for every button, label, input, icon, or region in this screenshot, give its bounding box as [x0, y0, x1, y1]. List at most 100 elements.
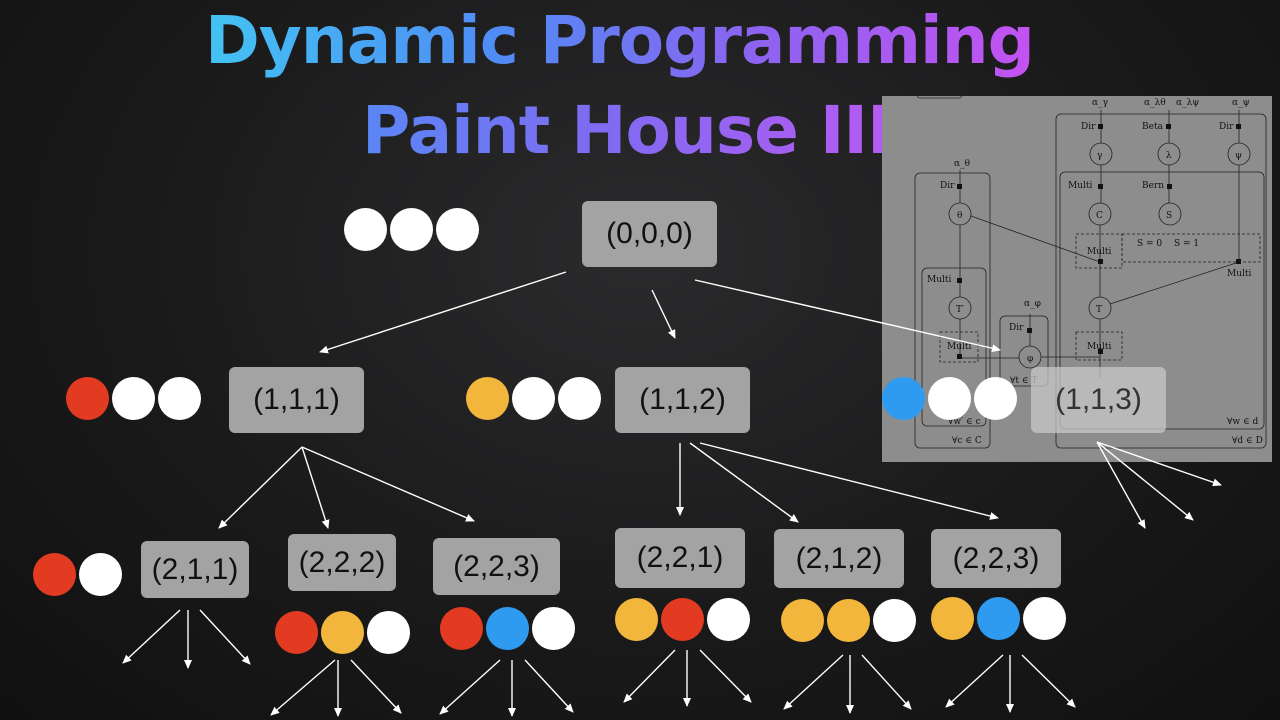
state-node-l1b: (1,1,2) — [615, 367, 750, 433]
pgm-label: θ — [957, 211, 962, 221]
pgm-label: Multi — [927, 275, 952, 285]
edge-arrow — [319, 271, 567, 354]
pgm-label: Bern — [1142, 181, 1164, 191]
houses-root — [344, 208, 479, 251]
pgm-label: Multi — [1227, 269, 1252, 279]
edge-arrow — [1096, 441, 1222, 487]
houses-l2d — [615, 598, 750, 641]
house-dot-white — [158, 377, 201, 420]
house-dot-white — [390, 208, 433, 251]
houses-l2b — [275, 611, 410, 654]
pgm-label: ψ — [1235, 151, 1242, 161]
pgm-label: C — [1096, 211, 1103, 221]
house-dot-white — [928, 377, 971, 420]
edge-arrow — [623, 649, 676, 703]
pgm-label: ∀t ∈ T — [1010, 376, 1037, 386]
pgm-label: λ — [1166, 151, 1172, 161]
title-line-1: Dynamic Programming — [205, 2, 1035, 79]
edge-arrow — [1096, 441, 1146, 529]
pgm-label: Dir — [1219, 122, 1234, 132]
house-dot-white — [344, 208, 387, 251]
pgm-label: α_λθ — [1144, 98, 1166, 108]
house-dot-red — [33, 553, 76, 596]
pgm-label: φ — [1027, 354, 1033, 364]
houses-l1c — [882, 377, 1017, 420]
house-dot-white — [1023, 597, 1066, 640]
house-dot-yellow — [931, 597, 974, 640]
pgm-label: S — [1166, 211, 1172, 221]
houses-l1b — [466, 377, 601, 420]
edge-arrow — [861, 654, 912, 710]
houses-l2c — [440, 607, 575, 650]
edge-arrow — [439, 659, 501, 715]
pgm-label: T — [1096, 305, 1102, 315]
state-node-l1c: (1,1,3) — [1031, 367, 1166, 433]
pgm-label: ∀d ∈ D — [1232, 436, 1263, 446]
pgm-label: γ — [1097, 151, 1102, 161]
houses-l2f — [931, 597, 1066, 640]
edge-arrow — [1096, 441, 1194, 521]
edge-arrow — [699, 649, 752, 703]
house-dot-yellow — [781, 599, 824, 642]
pgm-label: ∀w′ ∈ c — [948, 417, 981, 427]
house-dot-white — [79, 553, 122, 596]
pgm-label: S = 0 — [1137, 239, 1162, 249]
pgm-label: Multi — [947, 342, 972, 352]
pgm-label: Multi — [1087, 247, 1112, 257]
state-node-root: (0,0,0) — [582, 201, 717, 267]
pgm-label: Multi — [1087, 342, 1112, 352]
house-dot-white — [558, 377, 601, 420]
edge-arrow — [270, 659, 336, 716]
edge-arrow — [218, 446, 303, 529]
pgm-label: α_φ — [1024, 299, 1041, 309]
pgm-label: α_λψ — [1176, 98, 1199, 108]
pgm-label: ∀c ∈ C — [952, 436, 982, 446]
state-node-l1a: (1,1,1) — [229, 367, 364, 433]
state-node-l2a: (2,1,1) — [141, 541, 249, 598]
edge-arrow — [1021, 654, 1076, 708]
houses-l2a — [33, 553, 122, 596]
edge-arrow — [524, 659, 574, 713]
house-dot-red — [275, 611, 318, 654]
edge-arrow — [301, 446, 475, 522]
edge-arrow — [122, 609, 181, 664]
house-dot-yellow — [321, 611, 364, 654]
state-node-l2e: (2,1,2) — [774, 529, 904, 588]
pgm-label: α_θ — [954, 159, 970, 169]
edge-arrow — [199, 609, 251, 665]
house-dot-yellow — [466, 377, 509, 420]
pgm-label: Beta — [1142, 122, 1164, 132]
house-dot-red — [440, 607, 483, 650]
house-dot-white — [974, 377, 1017, 420]
house-dot-red — [66, 377, 109, 420]
houses-l2e — [781, 599, 916, 642]
house-dot-white — [512, 377, 555, 420]
house-dot-white — [873, 599, 916, 642]
state-node-l2d: (2,2,1) — [615, 528, 745, 588]
house-dot-blue — [977, 597, 1020, 640]
edge-arrow — [301, 446, 330, 529]
house-dot-blue — [486, 607, 529, 650]
house-dot-white — [112, 377, 155, 420]
state-node-l2c: (2,2,3) — [433, 538, 560, 595]
house-dot-yellow — [827, 599, 870, 642]
edge-arrow — [651, 289, 676, 339]
house-dot-white — [532, 607, 575, 650]
pgm-label: α_ψ — [1232, 98, 1250, 108]
pgm-label: Dir — [1009, 323, 1024, 333]
state-node-l2f: (2,2,3) — [931, 529, 1061, 588]
title-line-2: Paint House III — [362, 92, 892, 169]
pgm-label: Dir — [1081, 122, 1096, 132]
house-dot-yellow — [615, 598, 658, 641]
edge-arrow — [689, 442, 799, 523]
pgm-label: Dir — [940, 181, 955, 191]
houses-l1a — [66, 377, 201, 420]
pgm-label: α_γ — [1092, 98, 1108, 108]
edge-arrow — [783, 654, 844, 710]
pgm-label: Multi — [1068, 181, 1093, 191]
house-dot-white — [436, 208, 479, 251]
pgm-label: ∀w ∈ d — [1227, 417, 1259, 427]
pgm-label: S = 1 — [1174, 239, 1199, 249]
edge-arrow — [699, 442, 999, 520]
